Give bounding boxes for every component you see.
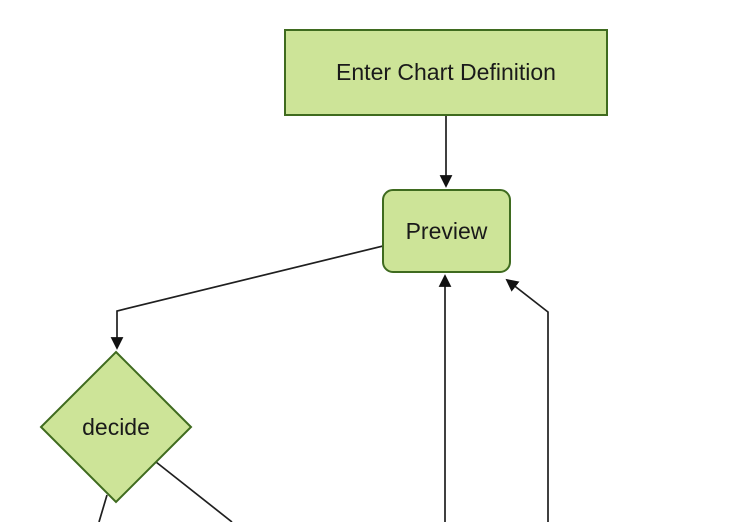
edge-preview-to-decide xyxy=(110,245,384,350)
edge-decide-to-offscreen-bottom-left xyxy=(98,494,108,522)
node-decide xyxy=(39,350,193,504)
node-enter-chart-definition xyxy=(284,29,608,116)
edge-offscreen-bottom-right-to-preview xyxy=(505,278,549,522)
node-preview xyxy=(382,189,511,273)
edge-decide-to-offscreen-bottom-right xyxy=(155,461,233,522)
